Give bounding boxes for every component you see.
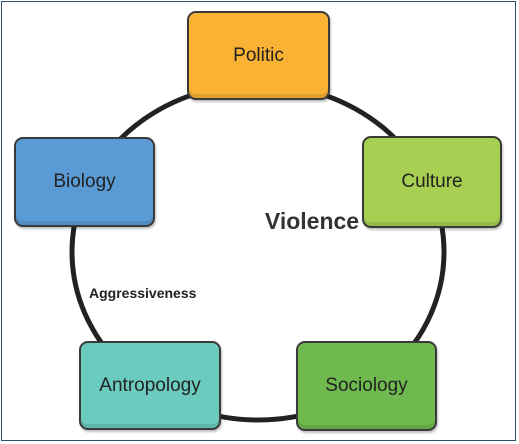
center-label: Violence (264, 208, 360, 234)
node-culture: Culture (362, 136, 502, 228)
node-antropology: Antropology (79, 341, 221, 430)
node-sociology: Sociology (296, 341, 437, 431)
node-antropology-label: Antropology (99, 374, 201, 396)
node-culture-label: Culture (401, 171, 463, 192)
node-biology-label: Biology (53, 171, 116, 192)
node-sociology-label: Sociology (325, 375, 408, 396)
node-politic: Politic (187, 11, 330, 100)
node-politic-label: Politic (233, 44, 284, 66)
edge-annotation: Aggressiveness (89, 285, 197, 301)
node-biology: Biology (14, 137, 155, 227)
